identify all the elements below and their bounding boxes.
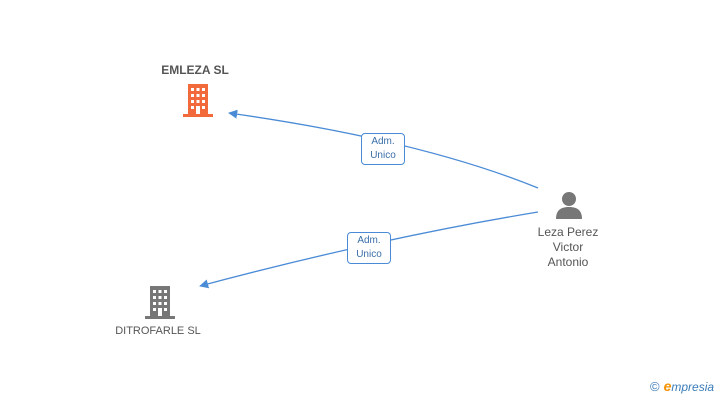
- role-line: Unico: [370, 150, 396, 161]
- company-name-emleza[interactable]: EMLEZA SL: [161, 63, 229, 77]
- company-name-ditrofarle[interactable]: DITROFARLE SL: [115, 325, 201, 337]
- person-name[interactable]: Leza Perez Victor Antonio: [520, 225, 616, 270]
- role-line: Adm.: [357, 235, 381, 246]
- person-name-line: Antonio: [547, 255, 589, 269]
- building-icon[interactable]: [143, 284, 177, 320]
- role-badge-ditrofarle: Adm. Unico: [347, 232, 391, 264]
- brand-logo: ©empresia: [650, 378, 714, 394]
- copyright-icon: ©: [650, 379, 660, 394]
- role-line: Unico: [356, 249, 382, 260]
- person-icon[interactable]: [553, 190, 585, 220]
- building-icon[interactable]: [181, 82, 215, 118]
- brand-initial: e: [663, 378, 672, 394]
- person-name-line: Leza Perez: [537, 225, 599, 239]
- person-name-line: Victor: [552, 240, 584, 254]
- brand-name: mpresia: [671, 380, 715, 394]
- role-line: Adm.: [371, 136, 395, 147]
- role-badge-emleza: Adm. Unico: [361, 133, 405, 165]
